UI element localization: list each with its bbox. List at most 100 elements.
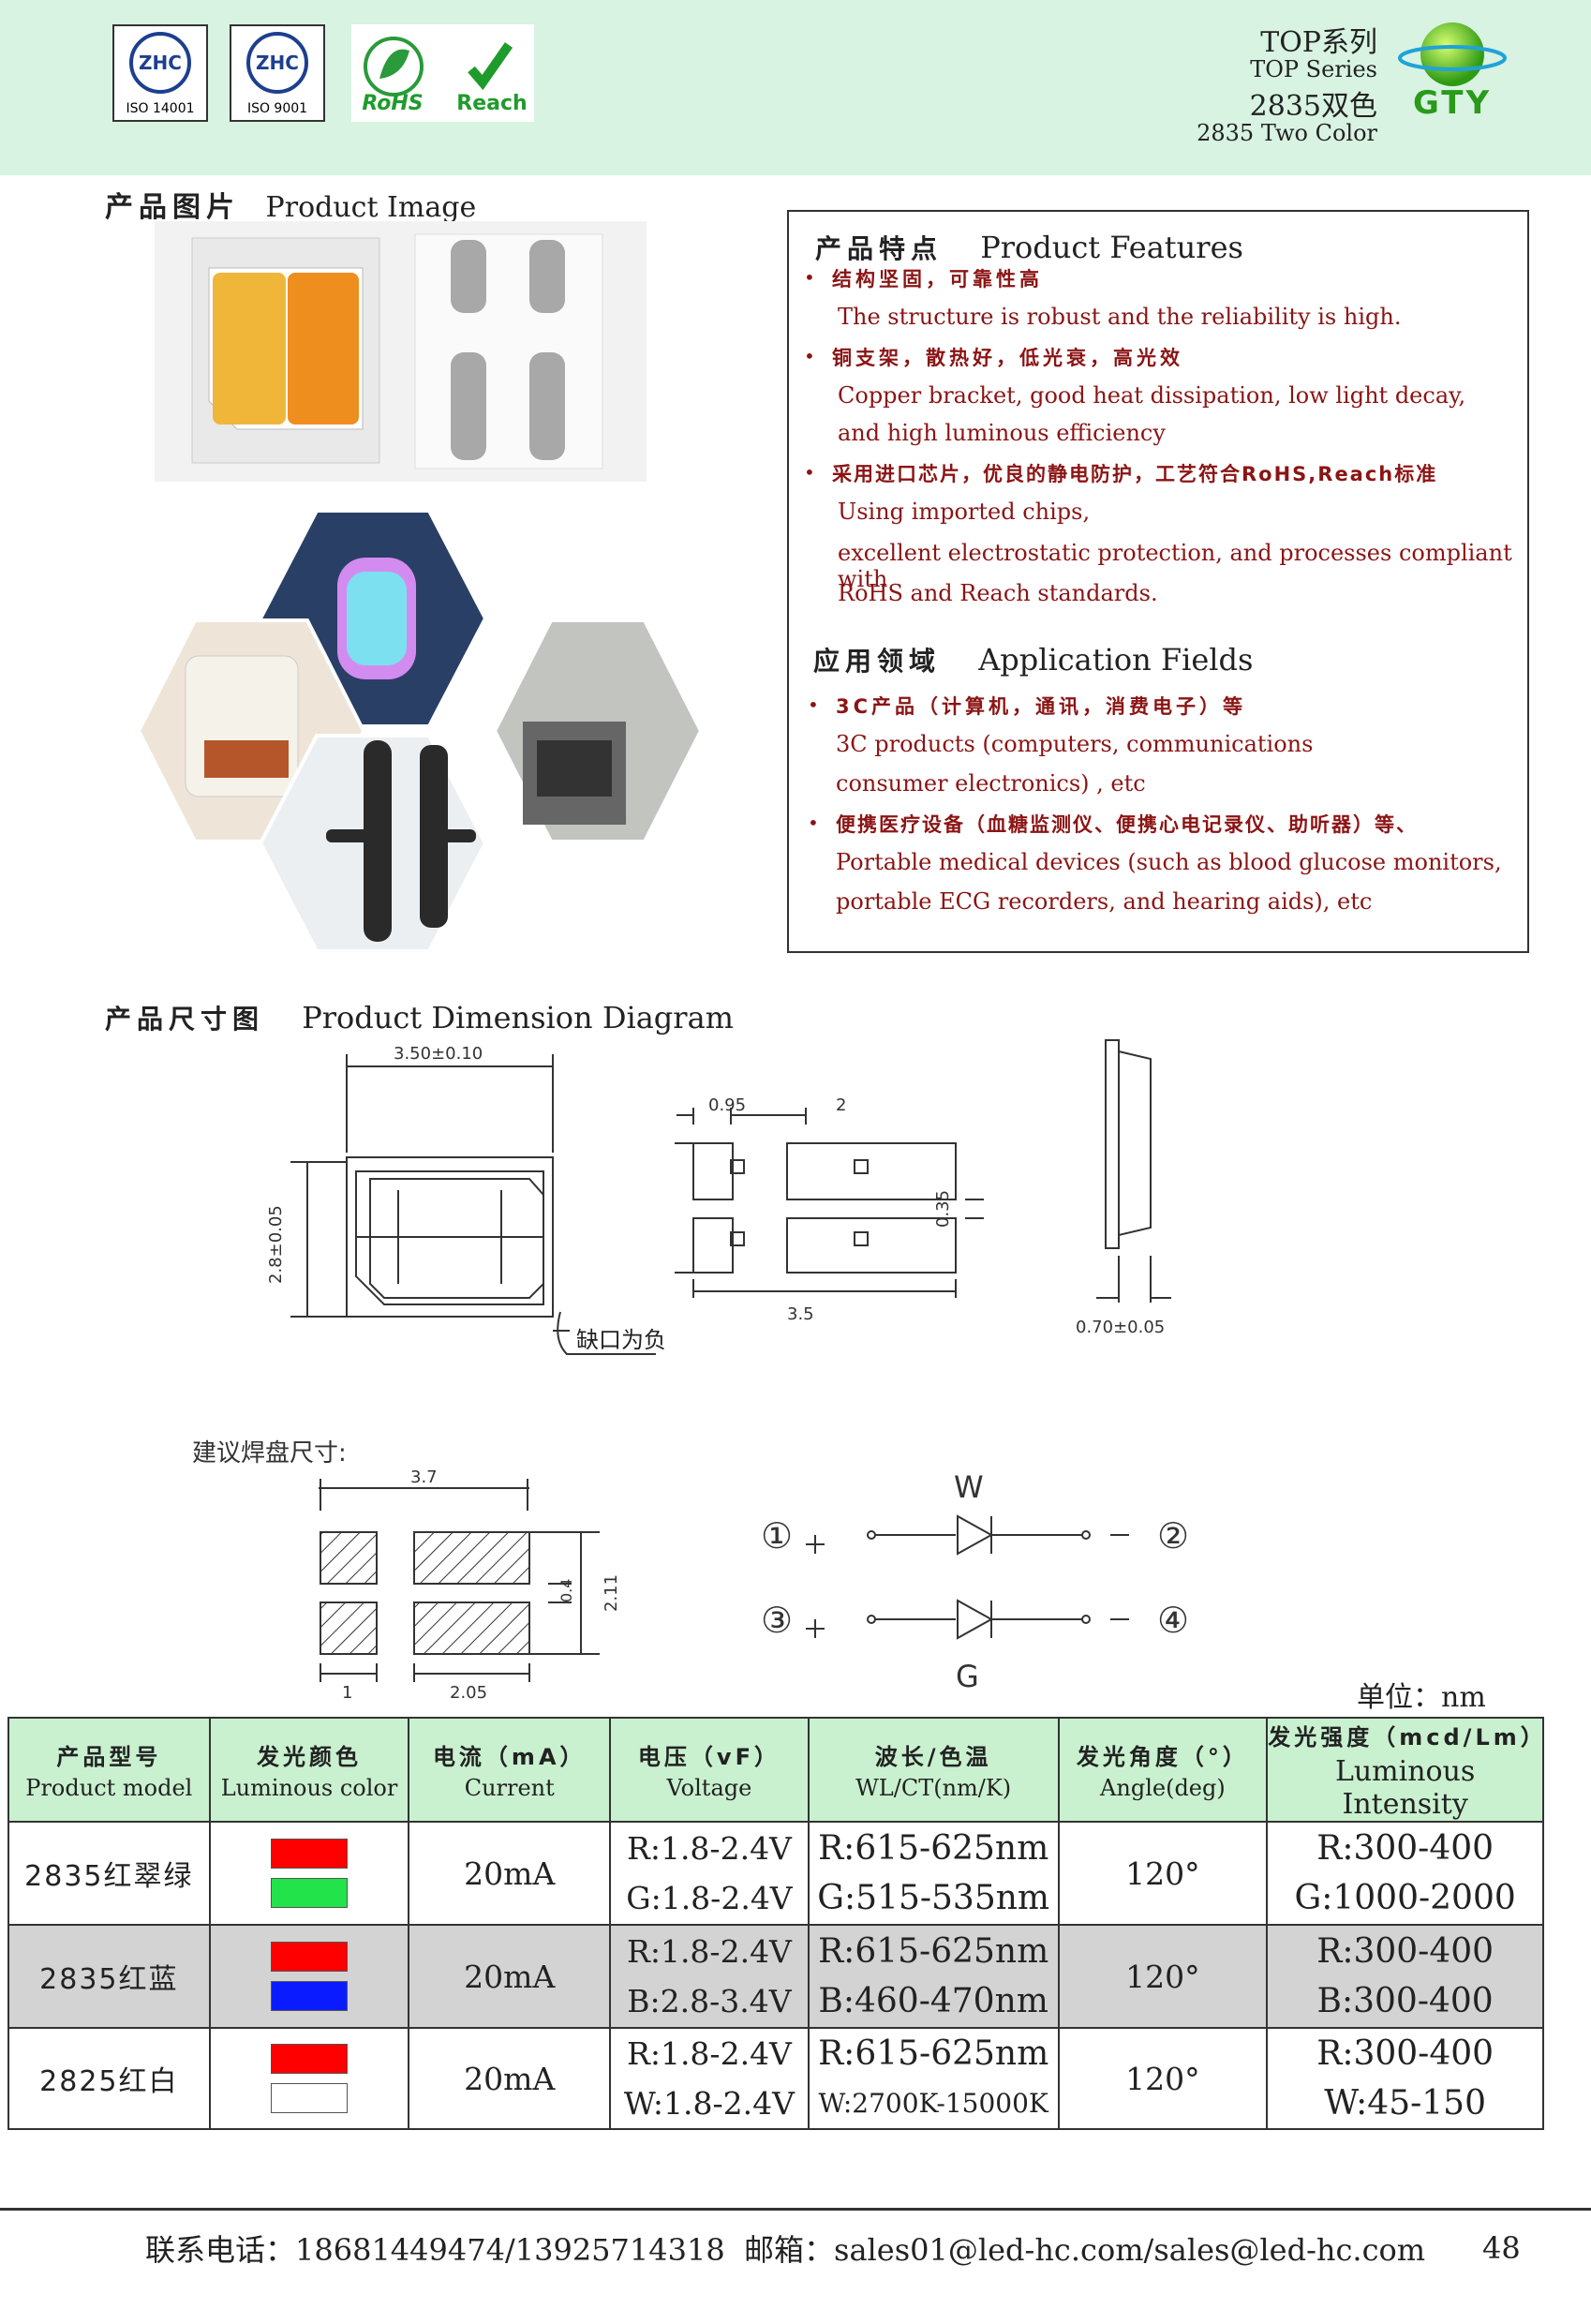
contact-info: 联系电话：18681449474/13925714318 邮箱：sales01@… [145, 2232, 1426, 2268]
title-zh: 应用领域 [813, 646, 942, 677]
unit-label: 单位：nm [1357, 1681, 1486, 1714]
application-2-en: portable ECG recorders, and hearing aids… [836, 888, 1373, 915]
color-cell [208, 1924, 410, 2029]
title-en: Product Features [980, 230, 1243, 265]
color-swatch [271, 1878, 349, 1908]
feature-3-en: Using imported chips, [838, 499, 1091, 525]
angle-cell: 120° [1057, 1924, 1269, 2029]
globe-icon [1398, 22, 1507, 86]
cert-label: ISO 9001 [246, 101, 308, 116]
application-1-en: 3C products (computers, communications [836, 731, 1314, 757]
feature-2-en: and high luminous efficiency [838, 420, 1166, 446]
circuit-bottom-label: G [956, 1659, 979, 1694]
model-zh: 2835双色 [1249, 90, 1377, 123]
angle-cell: 120° [1057, 2027, 1269, 2130]
circuit-top-label: W [954, 1469, 984, 1505]
title-zh: 产品尺寸图 [105, 1004, 265, 1035]
current-cell: 20mA [408, 2027, 612, 2130]
title-zh: 产品图片 [105, 191, 240, 224]
application-1-en: consumer electronics) , etc [836, 770, 1146, 797]
reach-label: Reach [456, 92, 528, 115]
pad-total-label: 3.5 [787, 1304, 814, 1324]
pad-gap-label: 0.35 [933, 1190, 953, 1228]
leaf-icon [364, 37, 513, 97]
pin-3-label: ③ [761, 1600, 793, 1641]
top-width-label: 3.50±0.10 [394, 1044, 483, 1064]
pad-a-label: 0.95 [708, 1095, 746, 1115]
model-en: 2835 Two Color [1197, 120, 1377, 146]
color-swatch [271, 2083, 349, 2113]
header-cell: 发光角度（°）Angle(deg) [1057, 1717, 1269, 1823]
bullet-icon: • [804, 461, 815, 484]
pin-4-label: ④ [1157, 1600, 1189, 1641]
rohs-reach-logo: RoHS Reach [351, 24, 534, 122]
model-cell: 2835红翠绿 [7, 1821, 211, 1926]
color-swatch [271, 1839, 349, 1869]
series-zh: TOP系列 [1260, 26, 1377, 59]
color-swatch [271, 1942, 349, 1972]
circuit-diagram: W G ① ② ③ ④ [761, 1469, 1189, 1694]
title-zh: 产品特点 [815, 233, 944, 264]
dimension-drawings: 3.50±0.10 2.8±0.05 缺口为负 0.95 2 0.35 3.5 … [266, 1039, 1171, 1355]
solder-width-label: 3.7 [410, 1467, 438, 1487]
product-image-title: 产品图片 Product Image [105, 184, 476, 225]
header-cell: 电流（mA）Current [408, 1717, 612, 1823]
led-product-photo [155, 221, 647, 482]
title-en: Product Dimension Diagram [302, 1000, 734, 1035]
feature-3-en: RoHS and Reach standards. [838, 580, 1158, 606]
solder-height-label: 2.11 [602, 1574, 621, 1612]
pin-2-label: ② [1157, 1515, 1189, 1557]
feature-3-en: excellent electrostatic protection, and … [838, 540, 1512, 592]
series-en: TOP Series [1250, 56, 1377, 82]
color-swatch [271, 2044, 349, 2074]
zhc-iso14001-logo: ZHC ISO 14001 [112, 24, 208, 122]
model-cell: 2835红蓝 [7, 1924, 211, 2029]
header-cell: 发光强度（mcd/Lm）Luminous Intensity [1266, 1717, 1544, 1823]
feature-1-en: The structure is robust and the reliabil… [838, 304, 1402, 330]
solder-big-label: 2.05 [450, 1683, 487, 1703]
pin-1-label: ① [761, 1515, 793, 1557]
bullet-icon: • [804, 345, 815, 367]
features-panel: 产品特点 Product Features • 结构坚固，可靠性高 The st… [787, 210, 1529, 953]
feature-2-en: Copper bracket, good heat dissipation, l… [838, 382, 1466, 409]
gty-logo: GTY [1396, 19, 1509, 122]
solder-pad-diagram: 3.7 0.4 2.11 1 2.05 [319, 1467, 621, 1703]
application-2-zh: 便携医疗设备（血糖监测仪、便携心电记录仪、助听器）等、 [836, 813, 1418, 836]
brand-name: GTY [1412, 84, 1493, 122]
color-swatch [271, 1981, 349, 2011]
notch-note: 缺口为负 [576, 1327, 666, 1353]
angle-cell: 120° [1057, 1821, 1269, 1926]
features-title: 产品特点 Product Features [815, 229, 1243, 266]
feature-1-zh: 结构坚固，可靠性高 [832, 268, 1043, 290]
application-1-zh: 3C产品（计算机，通讯，消费电子）等 [836, 695, 1247, 718]
zhc-iso9001-logo: ZHC ISO 9001 [230, 24, 325, 122]
current-cell: 20mA [408, 1924, 612, 2029]
current-cell: 20mA [408, 1821, 612, 1926]
rohs-label: RoHS [362, 92, 424, 115]
feature-2-zh: 铜支架，散热好，低光衰，高光效 [832, 347, 1183, 369]
applications-title: 应用领域 Application Fields [813, 641, 1253, 678]
thickness-label: 0.70±0.05 [1076, 1318, 1165, 1337]
title-en: Product Image [265, 191, 477, 224]
application-2-en: Portable medical devices (such as blood … [836, 849, 1502, 875]
feature-3-zh: 采用进口芯片，优良的静电防护，工艺符合RoHS,Reach标准 [832, 463, 1438, 485]
header-cell: 电压（vF）Voltage [609, 1717, 810, 1823]
page-number: 48 [1482, 2230, 1521, 2266]
solder-gap-label: 0.4 [558, 1579, 575, 1602]
solder-small-label: 1 [342, 1683, 352, 1703]
dimension-title: 产品尺寸图 Product Dimension Diagram [105, 999, 734, 1036]
